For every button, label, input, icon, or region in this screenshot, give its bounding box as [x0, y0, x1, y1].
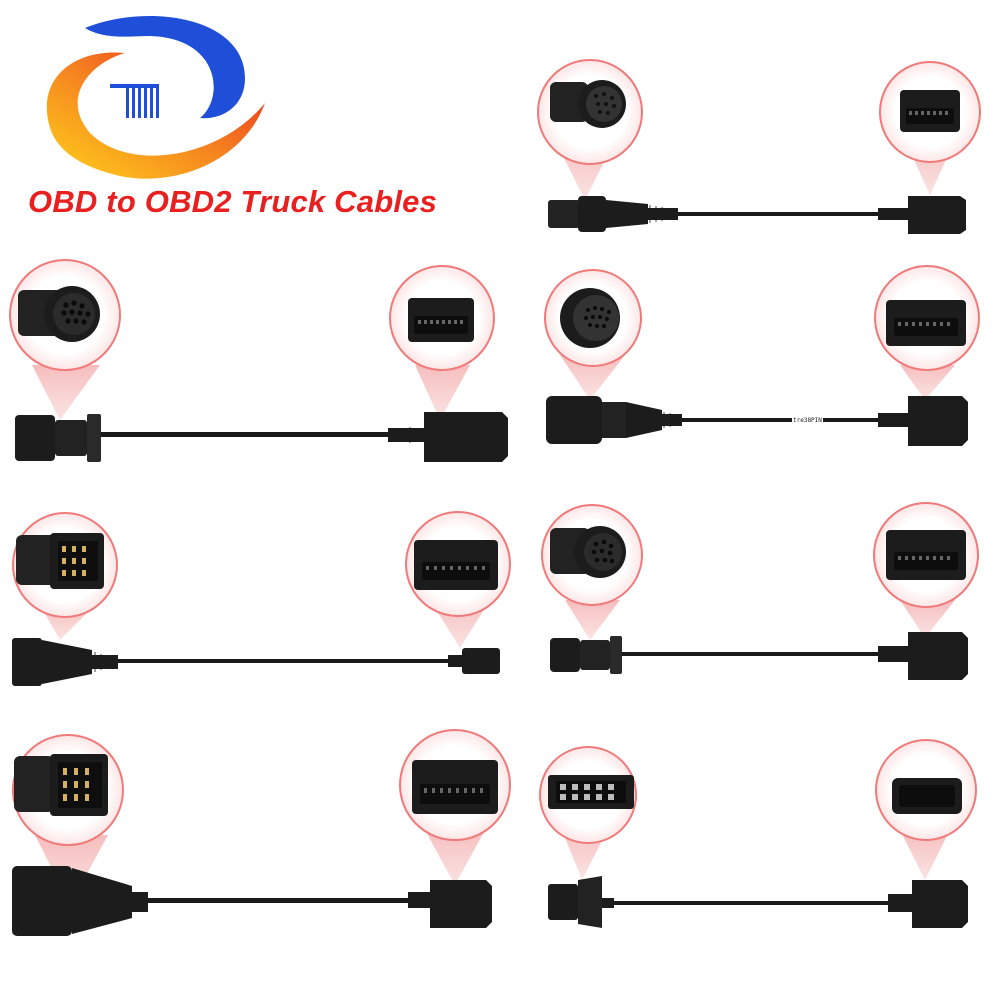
obd2-female-icon	[412, 760, 498, 814]
obd2-female-icon	[892, 778, 962, 814]
cable-label: tre38PIN	[792, 417, 823, 424]
flat-10pin-icon	[548, 775, 634, 809]
round-16pin-icon	[550, 526, 626, 578]
cable-round-16-pin	[541, 502, 979, 680]
obd2-female-icon	[408, 298, 474, 342]
page-title: OBD to OBD2 Truck Cables	[28, 184, 438, 219]
cable-12-pin-large	[12, 729, 511, 936]
cable-round-pin-top-right	[537, 59, 981, 234]
round-multipin-icon	[550, 80, 626, 128]
round-14pin-icon	[18, 286, 100, 342]
square-12pin-icon	[16, 533, 104, 589]
brand-logo	[46, 15, 265, 179]
cable-12-pin-square	[12, 511, 511, 686]
obd2-female-icon	[886, 530, 966, 580]
cable-round-14-pin	[9, 259, 508, 462]
obd2-female-icon	[414, 540, 498, 590]
square-12pin-icon	[14, 754, 108, 816]
cable-flat-10-pin	[539, 739, 977, 928]
obd2-female-icon	[886, 300, 966, 346]
round-38pin-icon	[560, 288, 620, 348]
obd2-female-icon	[900, 90, 960, 132]
cable-round-38-pin	[544, 265, 980, 446]
